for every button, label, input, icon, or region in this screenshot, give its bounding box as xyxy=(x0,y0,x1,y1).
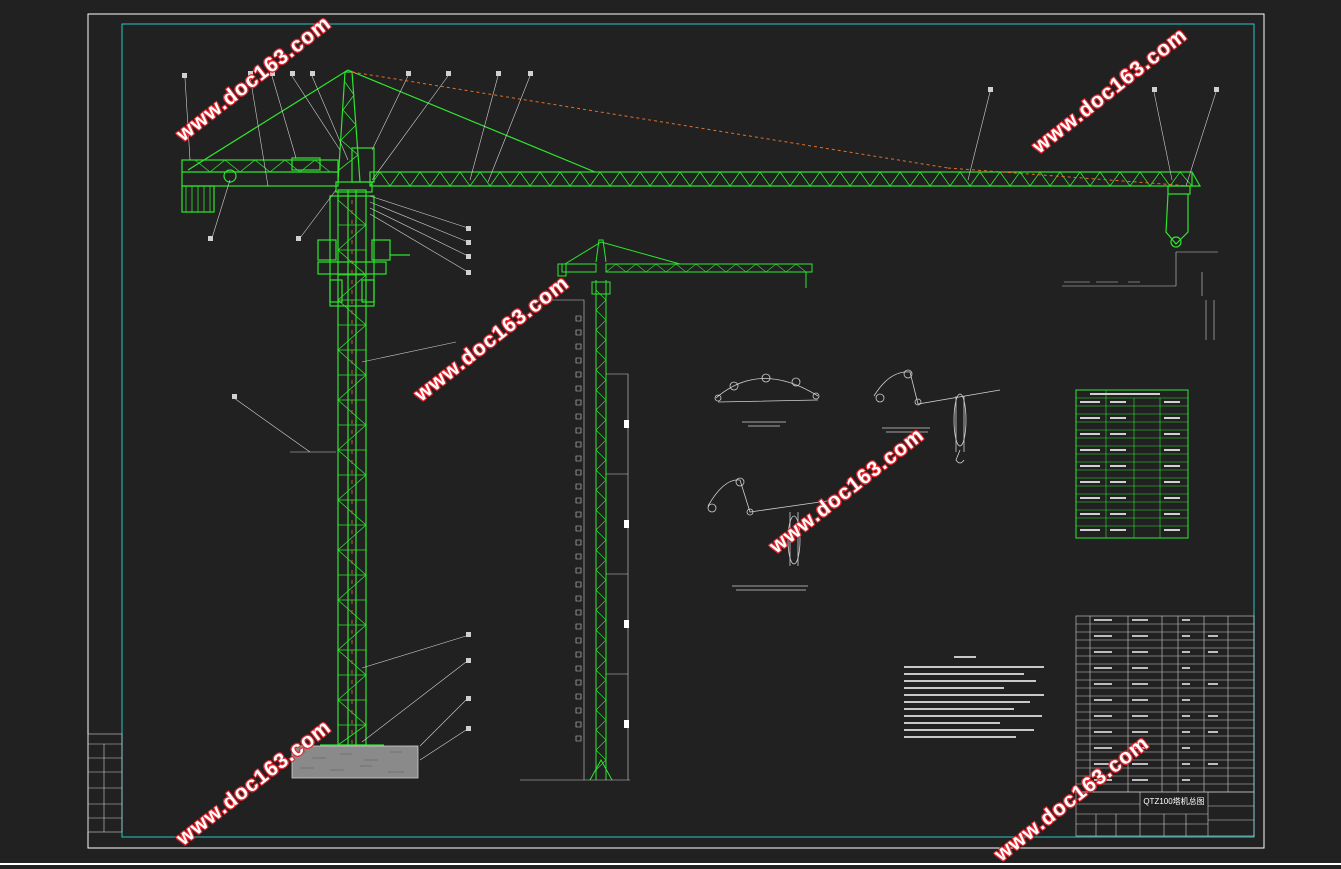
performance-table xyxy=(1075,389,1189,539)
jib xyxy=(369,171,1193,187)
climbing-frame xyxy=(329,195,375,307)
technical-notes xyxy=(904,656,1044,738)
elevation-markers xyxy=(624,420,629,728)
reeving-diagram-1 xyxy=(714,373,820,427)
jib-tie-cable xyxy=(351,71,949,169)
jib-tie-front xyxy=(347,69,596,173)
elevation-scale xyxy=(520,299,630,781)
counter-jib xyxy=(181,159,339,187)
leader-lines xyxy=(184,75,1218,761)
jib-tie-cable-outer xyxy=(947,167,1191,187)
inner-frame xyxy=(121,23,1255,838)
foundation xyxy=(291,745,419,779)
leader-tags xyxy=(182,71,1219,731)
counter-jib-tie xyxy=(187,69,349,171)
hook-block xyxy=(1165,193,1189,245)
trolley xyxy=(1167,185,1191,195)
outer-frame xyxy=(87,13,1265,849)
crane-elevation-small xyxy=(557,239,813,781)
tower-crane-main-view xyxy=(181,69,1202,771)
jib-lattice xyxy=(369,171,1193,187)
parts-list-table xyxy=(1075,615,1255,793)
parts-list-text xyxy=(1094,619,1218,781)
reeving-diagram-3 xyxy=(707,477,835,591)
tower-head xyxy=(337,71,361,183)
reeving-diagram-2 xyxy=(873,369,1001,464)
drawing-title: QTZ100塔机总图 xyxy=(1143,797,1205,806)
title-block xyxy=(1075,791,1255,837)
margin-stamp-boxes xyxy=(87,733,123,833)
hook-dimension xyxy=(1064,272,1215,340)
